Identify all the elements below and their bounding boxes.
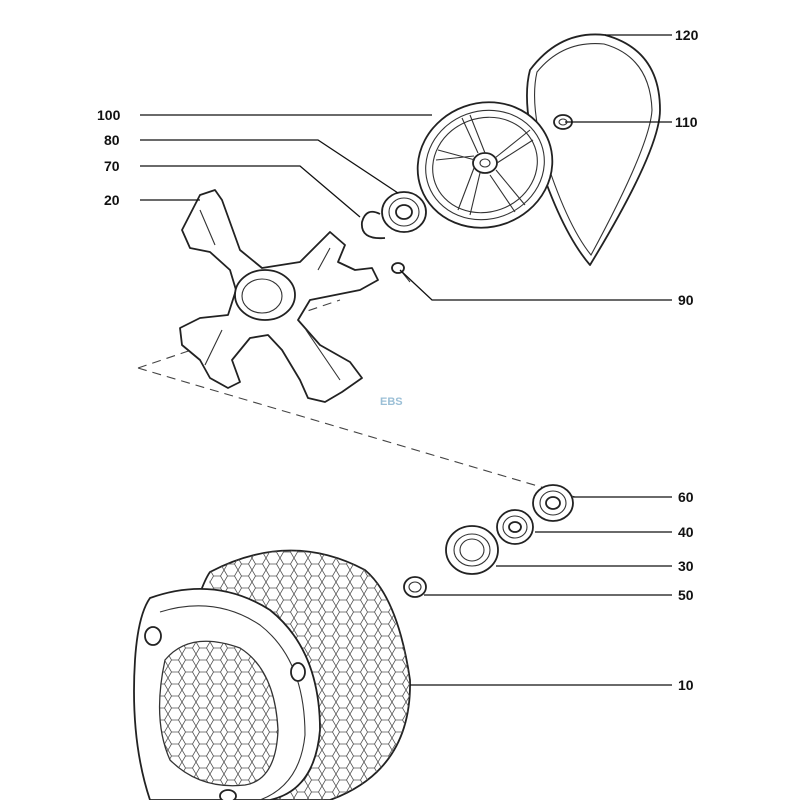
bearing-80	[381, 191, 427, 233]
callout-70: 70	[104, 158, 120, 174]
bearing-60	[532, 484, 574, 522]
shaft-seal-50	[403, 576, 427, 598]
bearing-40	[496, 509, 534, 545]
drum-spider	[179, 189, 379, 403]
drum	[133, 549, 411, 800]
watermark-text: EBS	[380, 396, 403, 408]
pulley-wheel	[416, 101, 554, 229]
pulley-bolt	[553, 114, 573, 130]
seal-30	[445, 525, 499, 575]
callout-20: 20	[104, 192, 120, 208]
callout-30: 30	[678, 558, 694, 574]
circlip-70	[361, 210, 386, 240]
callout-10: 10	[678, 677, 694, 693]
callout-100: 100	[97, 107, 121, 123]
callout-80: 80	[104, 132, 120, 148]
callout-110: 110	[675, 114, 698, 130]
callout-50: 50	[678, 587, 694, 603]
callout-40: 40	[678, 524, 694, 540]
callout-120: 120	[675, 27, 699, 43]
screw-90	[391, 262, 411, 283]
callout-labels: 120 110 100 80 70 20 90 60 40 30 50 10	[97, 27, 699, 693]
callout-90: 90	[678, 292, 694, 308]
callout-60: 60	[678, 489, 694, 505]
leader-lines	[140, 34, 672, 686]
